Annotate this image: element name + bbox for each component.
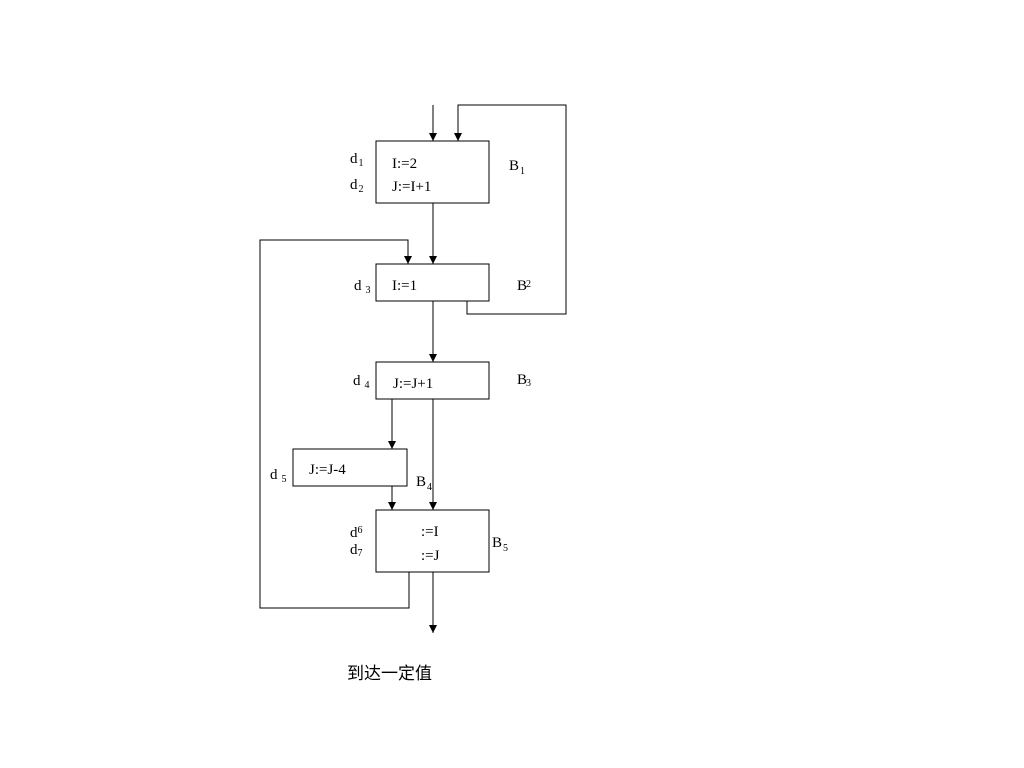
block-b5-box [375,509,490,573]
b1-stmt-1: I:=2 [392,156,417,172]
block-b1-box [375,140,490,204]
b5-stmt-2: :=J [421,548,440,564]
block-label-b4: B4 [416,474,432,493]
back-edge-b2-to-b1 [454,104,567,315]
block-label-b5: B5 [492,535,508,554]
block-b3-box [375,361,490,400]
b2-stmt-1: I:=1 [392,278,417,294]
edges [259,104,567,633]
b5-stmt-1: :=I [421,524,439,540]
block-b1: I:=2 J:=I+1 d1 d2 B1 [350,140,525,204]
b4-stmt-1: J:=J-4 [309,462,346,478]
block-label-b1: B1 [509,158,525,177]
b1-stmt-2: J:=I+1 [392,179,431,195]
block-b4-box [292,448,408,487]
back-edge-b5-to-b2 [259,239,412,609]
def-label-d6: d6 [350,525,363,541]
block-b2-box [375,263,490,302]
b3-stmt-1: J:=J+1 [393,376,433,392]
def-label-d2: d2 [350,177,364,195]
block-label-b2: B2 [517,278,531,294]
def-label-d1: d1 [350,151,364,169]
diagram-caption: 到达一定值 [347,664,432,683]
def-label-d7: d7 [350,542,363,559]
block-label-b3: B3 [517,372,531,389]
block-b5: :=I :=J d6 d7 B5 [350,509,508,573]
